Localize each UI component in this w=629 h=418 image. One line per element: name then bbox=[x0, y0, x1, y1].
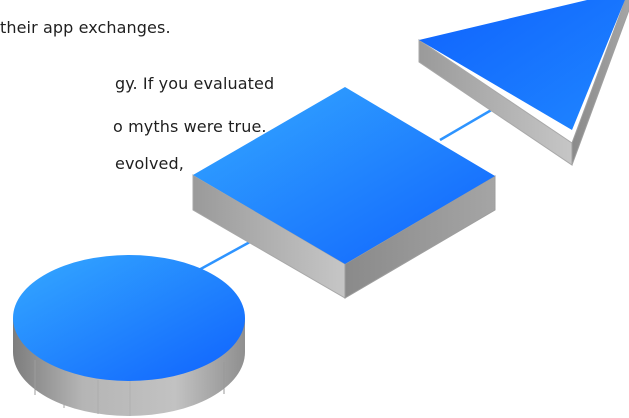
text-line: their app exchanges. bbox=[0, 18, 171, 37]
cylinder-shape bbox=[13, 255, 245, 416]
connector-line bbox=[439, 103, 501, 142]
article-text-fragment: their app exchanges. gy. If you evaluate… bbox=[0, 0, 274, 200]
text-line: evolved, bbox=[115, 154, 184, 173]
square-slab-shape bbox=[192, 87, 496, 299]
text-line: o myths were true. bbox=[113, 117, 267, 136]
triangle-slab-shape bbox=[418, 0, 629, 166]
text-line: gy. If you evaluated bbox=[115, 74, 275, 93]
